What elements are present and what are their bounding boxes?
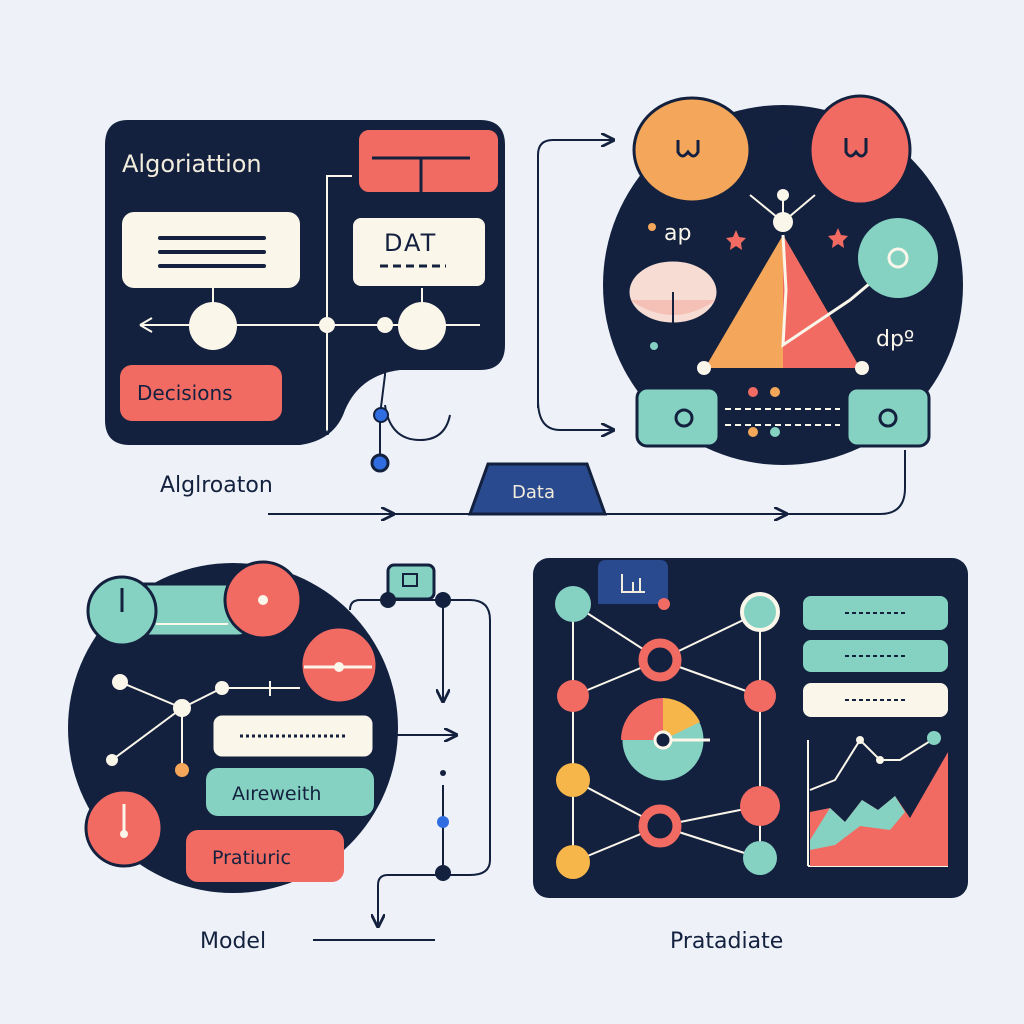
teal-pill-label: Aıreweith — [232, 783, 321, 805]
model-caption: Model — [200, 929, 266, 954]
star-icon-2 — [828, 228, 848, 248]
area-chart — [807, 731, 948, 867]
model-panel: Aıreweith Pratiuric — [68, 560, 398, 893]
data-connector: Data — [268, 450, 906, 516]
chart-icon — [621, 574, 645, 593]
teal-node[interactable] — [858, 218, 938, 298]
graph-node[interactable] — [556, 763, 590, 797]
graph-node[interactable] — [555, 586, 591, 622]
model-connectors — [313, 563, 491, 941]
prediction-caption: Pratadiate — [670, 929, 783, 954]
coral-pill[interactable] — [186, 830, 344, 882]
algorithm-panel-bg — [105, 120, 505, 445]
face-icon — [676, 140, 700, 158]
data-tab[interactable] — [467, 462, 608, 516]
data-box-label: DAT — [384, 229, 437, 257]
blue-dot-1[interactable] — [373, 407, 389, 423]
code-pill — [210, 712, 376, 760]
graph-node[interactable] — [740, 786, 780, 826]
prediction-panel — [533, 558, 968, 898]
graph-node[interactable] — [743, 841, 777, 875]
network-label-left: ap — [664, 221, 691, 246]
network-label-top: co — [765, 133, 791, 158]
node-small-2[interactable] — [377, 317, 393, 333]
graph-node[interactable] — [744, 680, 776, 712]
network-panel: co ap dpº — [537, 94, 963, 465]
star-icon — [726, 230, 746, 250]
data-box — [353, 218, 485, 286]
teal-bar-left[interactable] — [635, 386, 721, 448]
decisions-label: Decisions — [137, 381, 233, 405]
code-dots — [158, 236, 266, 268]
graph-node[interactable] — [740, 592, 780, 632]
decisions-button[interactable] — [120, 365, 282, 421]
algorithm-caption: Alglroaton — [160, 473, 273, 498]
orange-face-node[interactable] — [632, 96, 752, 204]
face-icon-2 — [844, 138, 868, 158]
graph-node[interactable] — [556, 845, 590, 879]
graph-node[interactable] — [638, 638, 682, 682]
algorithm-panel: Algoriattion DAT Decisions — [105, 120, 505, 473]
coral-pill-label: Pratiuric — [212, 847, 291, 869]
node-left[interactable] — [189, 302, 237, 350]
small-teal-tab[interactable] — [386, 563, 436, 601]
data-tab-label: Data — [512, 482, 555, 503]
node-right[interactable] — [398, 302, 446, 350]
node-small-1[interactable] — [319, 317, 335, 333]
blue-dot-2[interactable] — [370, 453, 390, 473]
graph-node[interactable] — [557, 680, 589, 712]
teal-bar-right[interactable] — [845, 386, 931, 448]
graph-node[interactable] — [638, 804, 682, 848]
network-label-right: dpº — [876, 327, 914, 352]
top-red-button[interactable] — [355, 126, 502, 196]
algorithm-title: Algoriattion — [122, 150, 262, 178]
pie-node[interactable] — [619, 696, 710, 784]
teal-pill[interactable] — [206, 768, 374, 816]
red-face-node[interactable] — [808, 94, 912, 206]
